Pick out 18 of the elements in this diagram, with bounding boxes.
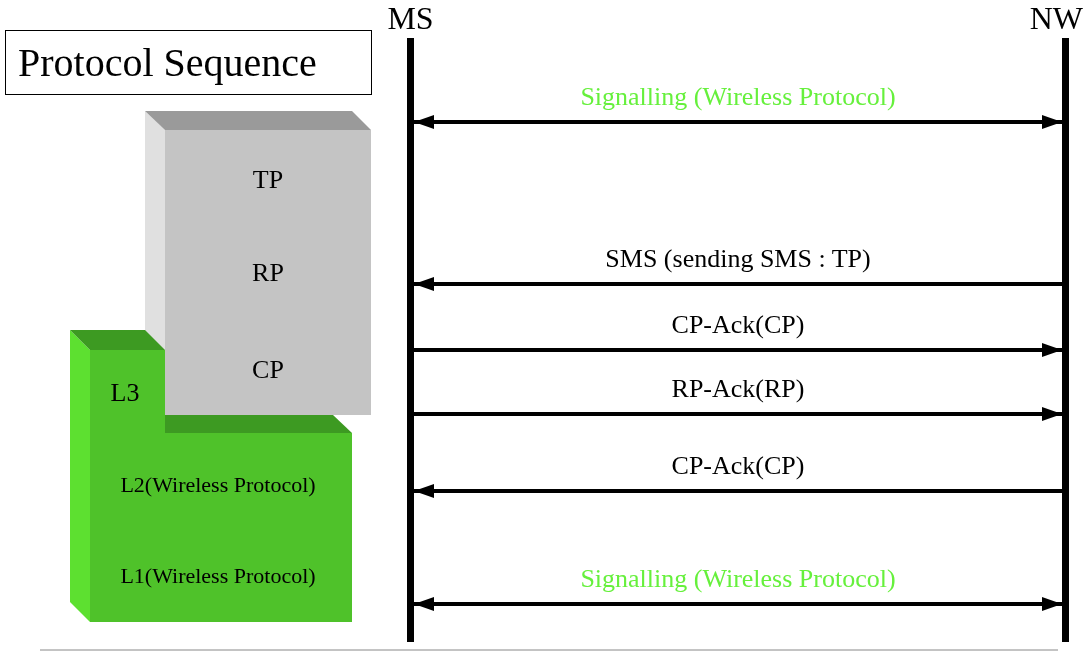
arrow (414, 597, 1062, 611)
layer-label: TP (252, 167, 284, 193)
layer-label: L2(Wireless Protocol) (120, 474, 316, 496)
arrow (414, 115, 1062, 129)
arrow (414, 277, 1062, 291)
layer-label: L3 (110, 380, 140, 406)
layer-label: L1(Wireless Protocol) (120, 565, 316, 587)
message-label: CP-Ack(CP) (669, 312, 807, 338)
arrow (414, 484, 1062, 498)
message-label: RP-Ack(RP) (669, 376, 807, 402)
layer-label: RP (252, 260, 284, 286)
arrow (414, 407, 1062, 421)
lifeline-label: MS (387, 2, 434, 34)
layer-label: CP (252, 357, 284, 383)
title: Protocol Sequence (5, 30, 372, 95)
lifeline-label: NW (1029, 2, 1083, 34)
message-label: CP-Ack(CP) (669, 453, 807, 479)
arrow (414, 343, 1062, 357)
